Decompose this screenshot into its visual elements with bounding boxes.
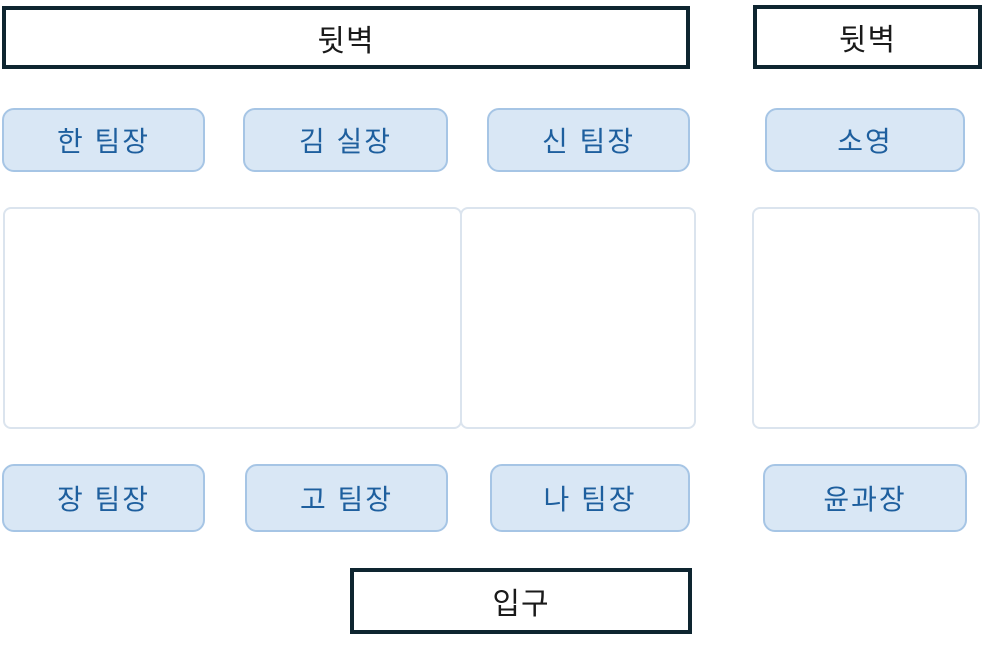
name-tag-label: 신 팀장: [541, 126, 636, 157]
back-wall-left-label: 뒷벽: [317, 24, 375, 58]
name-tag-yoon-gwajang: 윤과장: [763, 464, 967, 532]
name-tag-label: 한 팀장: [56, 126, 151, 157]
desk-block-right: [752, 207, 980, 429]
entrance-label: 입구: [492, 588, 550, 621]
name-tag-label: 김 실장: [298, 126, 393, 157]
name-tag-label: 고 팀장: [299, 484, 394, 515]
name-tag-soyoung: 소영: [765, 108, 965, 172]
name-tag-han-teamjang: 한 팀장: [2, 108, 205, 172]
name-tag-label: 나 팀장: [543, 484, 637, 515]
desk-block-left: [3, 207, 462, 429]
name-tag-go-teamjang: 고 팀장: [245, 464, 448, 532]
back-wall-left: 뒷벽: [2, 6, 690, 69]
name-tag-label: 장 팀장: [56, 484, 151, 515]
name-tag-shin-teamjang: 신 팀장: [487, 108, 690, 172]
name-tag-jang-teamjang: 장 팀장: [2, 464, 205, 532]
name-tag-kim-siljang: 김 실장: [243, 108, 448, 172]
back-wall-right: 뒷벽: [753, 5, 982, 69]
entrance: 입구: [350, 568, 692, 634]
name-tag-na-teamjang: 나 팀장: [490, 464, 690, 532]
back-wall-right-label: 뒷벽: [838, 24, 897, 57]
name-tag-label: 소영: [837, 126, 893, 157]
desk-block-middle: [460, 207, 696, 429]
name-tag-label: 윤과장: [823, 484, 907, 515]
